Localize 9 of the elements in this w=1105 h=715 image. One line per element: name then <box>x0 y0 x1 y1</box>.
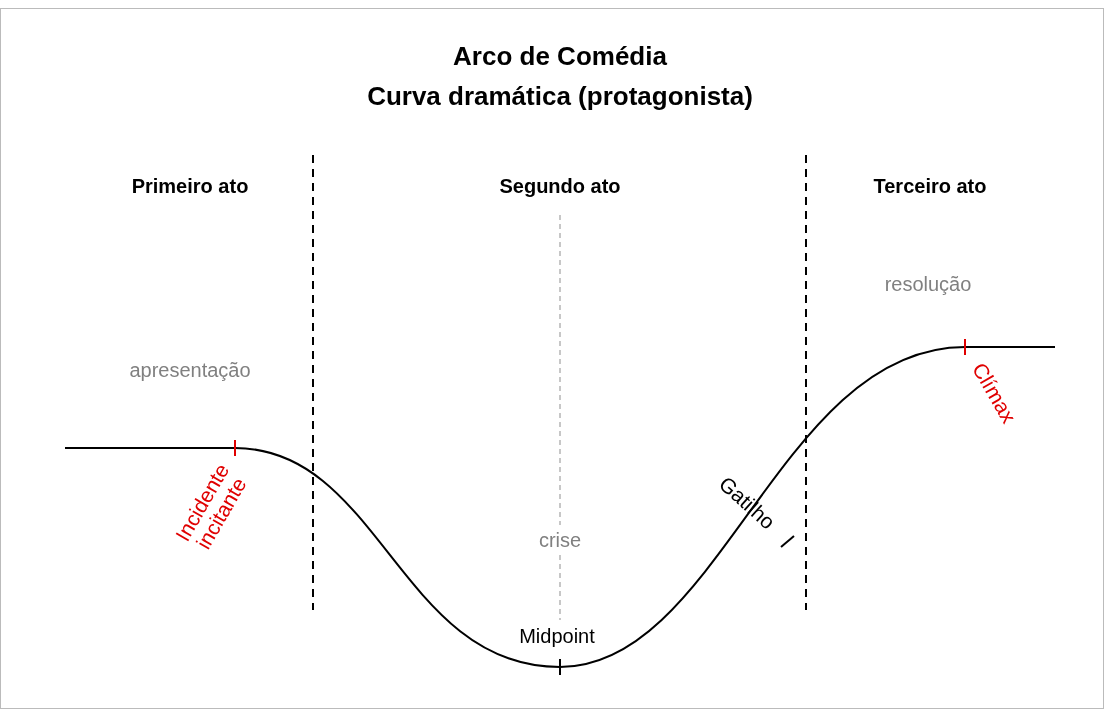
phase-label: apresentação <box>129 359 251 381</box>
subtitle: Curva dramática (protagonista) <box>367 83 753 111</box>
act-label: Terceiro ato <box>873 175 987 197</box>
point-label: Midpoint <box>519 625 595 647</box>
phase-label: resolução <box>884 273 972 295</box>
act-label: Primeiro ato <box>131 175 249 197</box>
phase-label: crise <box>538 529 582 551</box>
title: Arco de Comédia <box>453 40 667 72</box>
act-label: Segundo ato <box>499 175 621 197</box>
